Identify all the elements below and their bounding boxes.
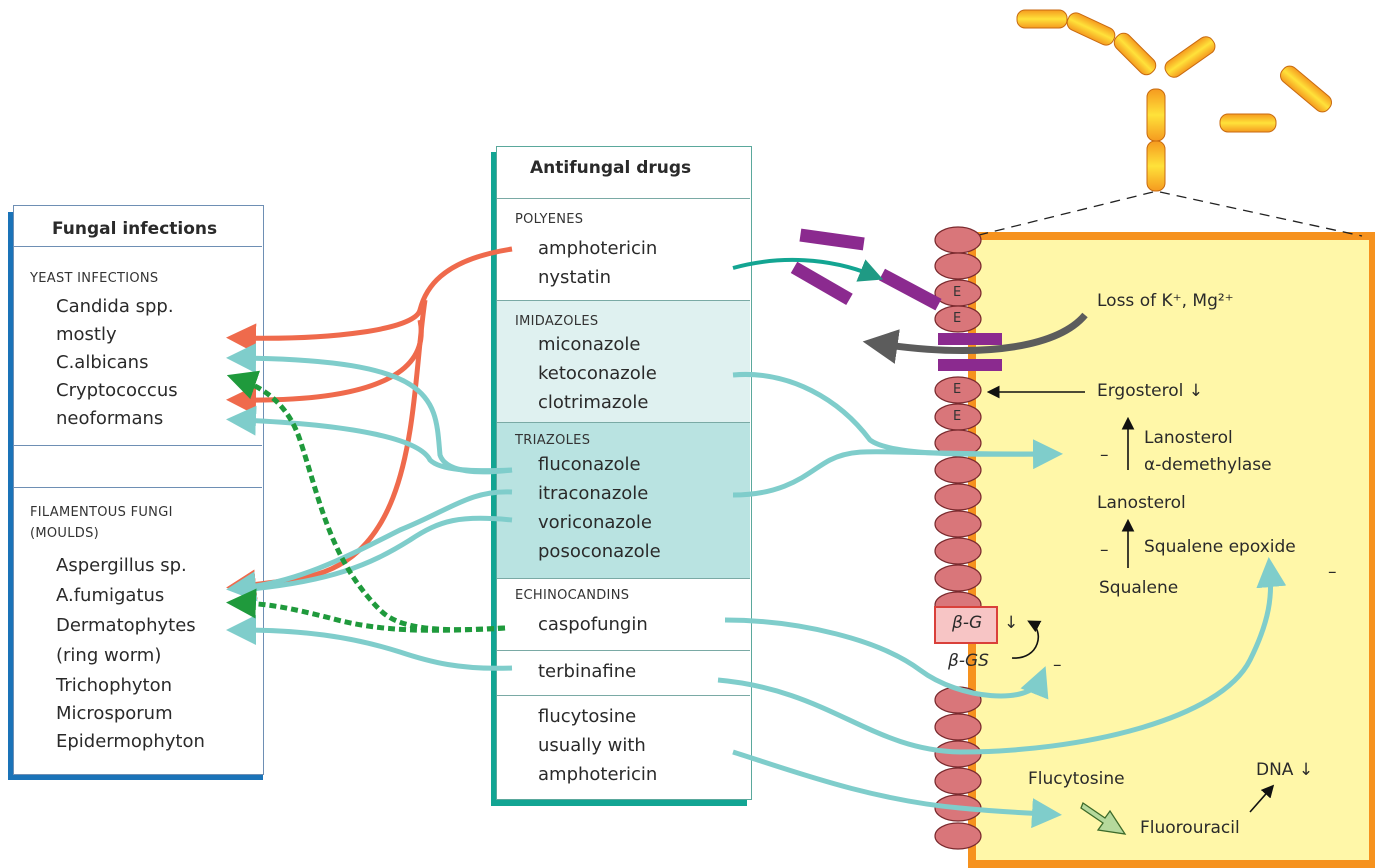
- drug-item: miconazole: [538, 334, 641, 355]
- drug-class-heading: ECHINOCANDINS: [515, 588, 630, 603]
- filamentous-item: Aspergillus sp.: [56, 555, 187, 576]
- inhibition-minus: –: [1100, 540, 1109, 560]
- enzyme-label: α-demethylase: [1144, 455, 1272, 475]
- drug-item: voriconazole: [538, 512, 652, 533]
- polyene-spectrum-arrows: [226, 246, 513, 600]
- drug-item: amphotericin: [538, 764, 658, 785]
- echinocandin-spectrum-arrows: [226, 370, 506, 633]
- dna-label: DNA ↓: [1256, 760, 1314, 780]
- yeast-item: mostly: [56, 324, 117, 345]
- filamentous-heading: (MOULDS): [30, 526, 100, 541]
- drug-item: flucytosine: [538, 706, 637, 727]
- beta-glucan-down: ↓: [1004, 613, 1019, 633]
- filamentous-item: (ring worm): [56, 645, 162, 666]
- azole-target-arrows: [717, 371, 1287, 829]
- divider: [14, 487, 262, 488]
- triazoles-band: [497, 422, 750, 578]
- divider: [497, 695, 750, 696]
- yeast-item: Candida spp.: [56, 296, 174, 317]
- pore-bar: [938, 359, 1002, 371]
- drug-item: ketoconazole: [538, 363, 657, 384]
- membrane-ergosterol-label: E: [953, 285, 962, 300]
- yeast-heading: YEAST INFECTIONS: [30, 271, 159, 286]
- divider: [497, 650, 750, 651]
- divider: [497, 422, 750, 423]
- drug-item: fluconazole: [538, 454, 641, 475]
- ion-loss-arrow: [862, 312, 1088, 364]
- enzyme-label: Lanosterol: [1144, 428, 1233, 448]
- beta-glucan-label: β-G: [952, 613, 983, 633]
- drug-item: clotrimazole: [538, 392, 649, 413]
- zoom-line: [1159, 191, 1363, 237]
- pore-bar: [938, 333, 1002, 345]
- drug-item: caspofungin: [538, 614, 648, 635]
- drug-item: amphotericin: [538, 238, 658, 259]
- conversion-arrow: [1080, 802, 1127, 835]
- ion-loss-label: Loss of K⁺, Mg²⁺: [1097, 291, 1234, 311]
- inhibition-minus: –: [1328, 562, 1337, 582]
- inhibition-minus: –: [1053, 655, 1062, 675]
- fluorouracil-label: Fluorouracil: [1140, 818, 1240, 838]
- divider: [497, 578, 750, 579]
- filamentous-item: Trichophyton: [56, 675, 173, 696]
- polyene-molecules: [790, 228, 942, 311]
- yeast-item: C.albicans: [56, 352, 149, 373]
- filamentous-item: A.fumigatus: [56, 585, 165, 606]
- drug-item: nystatin: [538, 267, 611, 288]
- fungal-hyphae-illustration: [1016, 9, 1332, 192]
- inhibition-minus: –: [1100, 445, 1109, 465]
- azole-spectrum-arrows: [226, 343, 513, 671]
- squalene-label: Squalene: [1099, 578, 1179, 598]
- polyene-arrow: [732, 257, 884, 282]
- squalene-epoxide-label: Squalene epoxide: [1144, 537, 1296, 557]
- drug-item: usually with: [538, 735, 646, 756]
- drug-item: itraconazole: [538, 483, 649, 504]
- drug-class-heading: POLYENES: [515, 212, 584, 227]
- lanosterol-label: Lanosterol: [1097, 493, 1186, 513]
- yeast-item: neoformans: [56, 408, 164, 429]
- divider: [14, 246, 262, 247]
- divider: [497, 300, 750, 301]
- filamentous-item: Microsporum: [56, 703, 173, 724]
- divider: [14, 445, 262, 446]
- antifungal-drugs-title: Antifungal drugs: [530, 158, 692, 178]
- filamentous-item: Dermatophytes: [56, 615, 196, 636]
- membrane-ergosterol-label: E: [953, 409, 962, 424]
- drug-class-heading: TRIAZOLES: [515, 433, 591, 448]
- cell-membrane: [934, 226, 982, 850]
- membrane-ergosterol-label: E: [953, 382, 962, 397]
- drug-class-heading: IMIDAZOLES: [515, 314, 599, 329]
- fungal-infections-panel: [13, 205, 264, 775]
- drug-item: posoconazole: [538, 541, 661, 562]
- fungal-cell: [968, 232, 1375, 868]
- ergosterol-label: Ergosterol ↓: [1097, 381, 1203, 401]
- zoom-line: [974, 191, 1154, 237]
- divider: [497, 198, 750, 199]
- filamentous-item: Epidermophyton: [56, 731, 205, 752]
- biosynthesis-arrows: [986, 385, 1275, 813]
- fungal-infections-title: Fungal infections: [52, 219, 218, 239]
- filamentous-heading: FILAMENTOUS FUNGI: [30, 505, 173, 520]
- beta-g-box: [934, 606, 998, 644]
- membrane-ergosterol-label: E: [953, 311, 962, 326]
- yeast-item: Cryptococcus: [56, 380, 178, 401]
- beta-glucan-synthase-label: β-GS: [948, 651, 989, 671]
- flucytosine-label: Flucytosine: [1028, 769, 1125, 789]
- drug-item: terbinafine: [538, 661, 637, 682]
- imidazoles-band: [497, 300, 750, 422]
